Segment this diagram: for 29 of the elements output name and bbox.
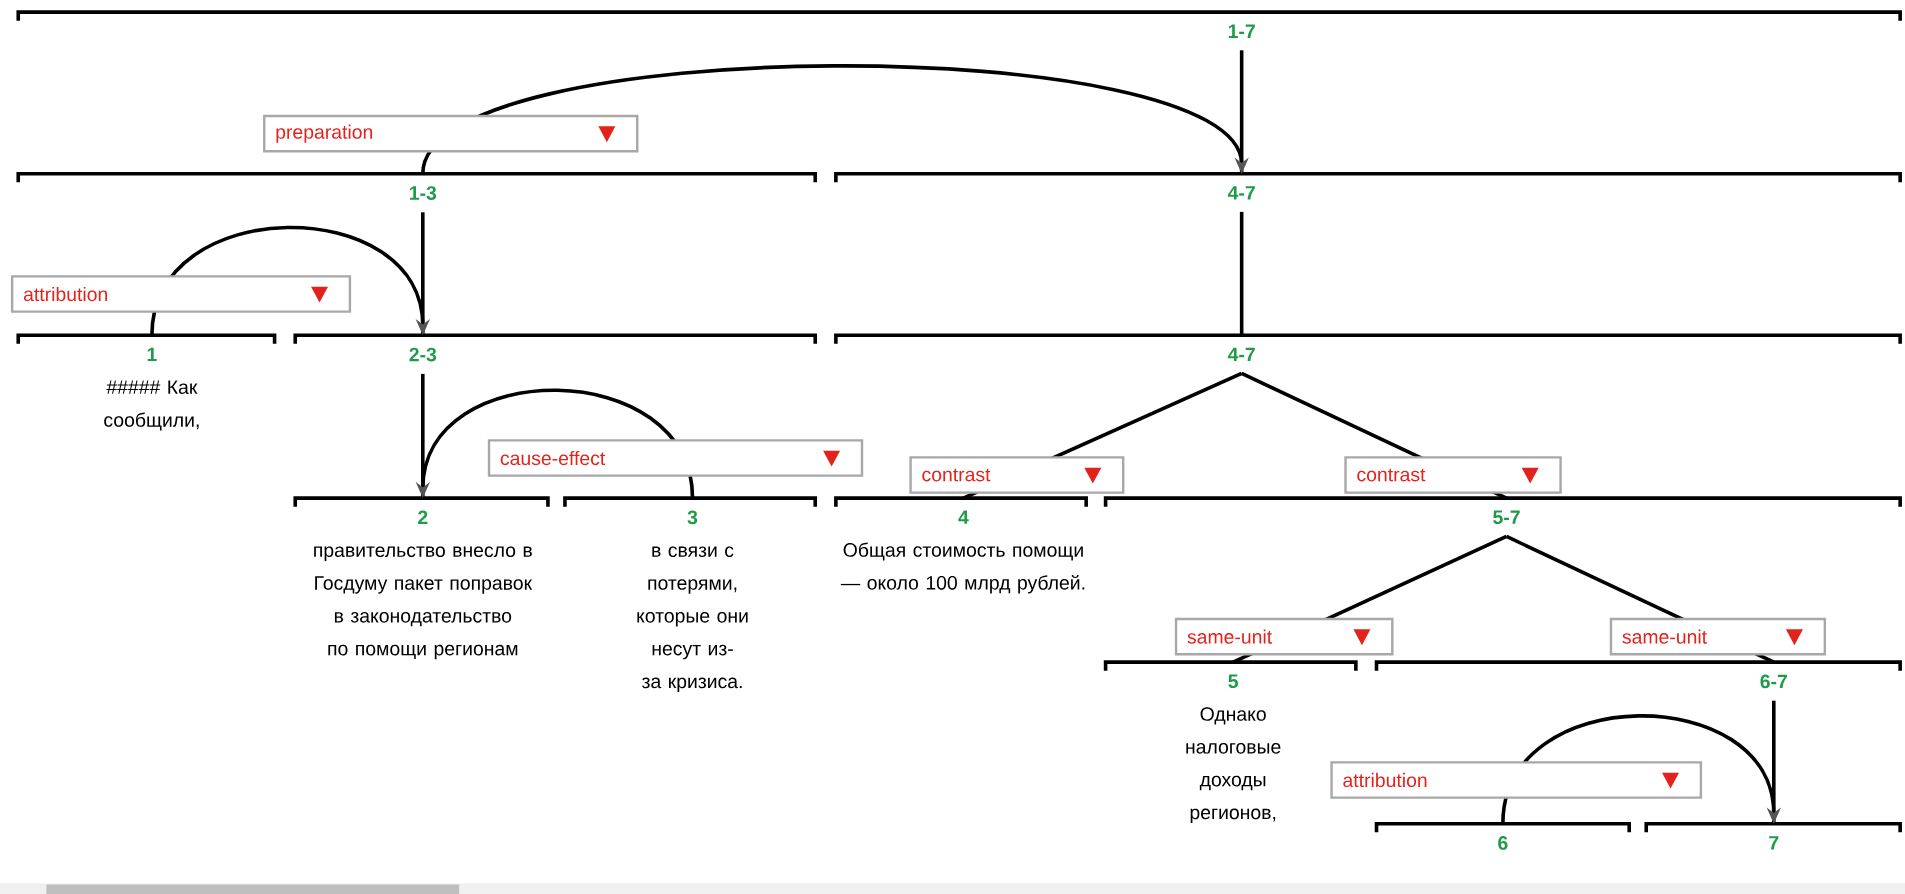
text-span: 5-7 [1103,496,1902,524]
relation-dropdown: attribution [1330,761,1703,799]
text-span: 1-3 [16,171,817,200]
text-span: 7 [1644,821,1902,850]
text-span: 4 Общая стоимость помощи — около 100 млрд рублей. [834,496,1088,594]
text-span: 3 в связи с потерями, которые они несут из-за кризиса. [563,496,817,692]
connector-line [1239,50,1244,174]
text-span: 2-3 [293,333,817,362]
relation-dropdown: contrast [909,456,1125,494]
text-span: 4-7 [834,171,1902,200]
connector-line [1772,700,1776,824]
relation-dropdown: same-unit [1174,617,1394,656]
connector-line [1239,211,1244,336]
relation-dropdown: cause-effect [487,439,864,477]
text-span: 6-7 [1374,660,1902,689]
text-span: 2 правительство внесло в Госдуму пакет поправок в законодательство по помощи регионам [293,496,550,660]
connector-line [421,373,425,499]
text-span: 1 ##### Как сообщили, [16,333,277,431]
relation-dropdown: attribution [10,275,352,313]
arrow [150,225,430,336]
arrow [421,64,1249,175]
relation-dropdown: same-unit [1609,617,1826,656]
relation-dropdown: preparation [263,114,639,153]
arrow [1501,714,1781,824]
connector-line [421,212,425,336]
text-span: 1-7 [16,10,1902,38]
text-span: 4-7 [834,333,1902,361]
text-span: 6 [1374,821,1631,850]
relation-dropdown: contrast [1344,456,1562,494]
